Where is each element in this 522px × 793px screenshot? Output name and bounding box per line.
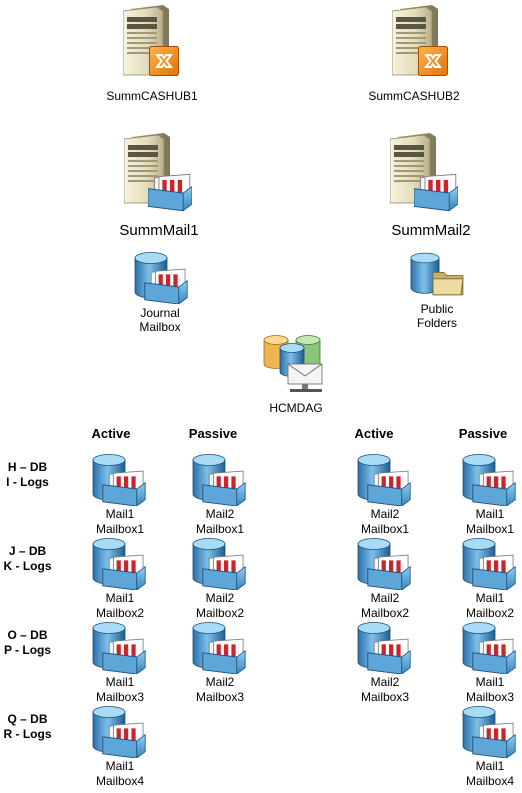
server-mailbox-icon <box>124 132 192 212</box>
row-label-logs: I - Logs <box>6 475 49 489</box>
database-server-label: Mail2 <box>205 675 235 689</box>
public-folders <box>408 252 468 302</box>
column-header-active: Active <box>91 426 131 441</box>
database-mailbox-label: Mailbox3 <box>465 690 515 704</box>
mailbox-database-icon <box>357 454 411 506</box>
database-mailbox-label: Mailbox3 <box>195 690 245 704</box>
mailbox-database <box>190 622 250 674</box>
database-server-label: Mail1 <box>475 507 505 521</box>
mailbox-database-icon <box>357 622 411 674</box>
column-header-active: Active <box>354 426 394 441</box>
row-label: O – DB P - Logs <box>0 628 55 658</box>
mailbox-database-icon <box>462 454 516 506</box>
mailbox-database <box>460 454 520 506</box>
database-server-label: Mail2 <box>370 675 400 689</box>
server-summmail2 <box>386 128 458 218</box>
dag-cluster <box>262 334 326 396</box>
database-mailbox-label: Mailbox2 <box>465 606 515 620</box>
mailbox-database-icon <box>92 454 146 506</box>
database-mailbox-label: Mailbox3 <box>360 690 410 704</box>
mailbox-database-icon <box>92 706 146 758</box>
mailbox-database <box>190 538 250 590</box>
mailbox-database-icon <box>462 622 516 674</box>
journal-mailbox-icon <box>134 252 188 304</box>
mailbox-database-icon <box>192 454 246 506</box>
server-summcashub1 <box>115 4 185 84</box>
mailbox-database-icon <box>192 622 246 674</box>
database-server-label: Mail1 <box>105 759 135 773</box>
database-mailbox-label: Mailbox4 <box>95 774 145 788</box>
database-server-label: Mail2 <box>205 591 235 605</box>
row-label-db: Q – DB <box>7 712 48 726</box>
public-folders-icon <box>410 252 464 296</box>
mailbox-database <box>90 538 150 590</box>
database-server-label: Mail2 <box>205 507 235 521</box>
column-header-passive: Passive <box>458 426 508 441</box>
column-header-passive: Passive <box>188 426 238 441</box>
dag-cluster-icon <box>263 335 323 392</box>
mailbox-database-icon <box>92 622 146 674</box>
journal-label-line2: Mailbox <box>139 320 181 334</box>
mailbox-database <box>460 706 520 758</box>
mailbox-database-icon <box>92 538 146 590</box>
database-server-label: Mail2 <box>370 591 400 605</box>
database-server-label: Mail2 <box>370 507 400 521</box>
row-label-db: H – DB <box>7 460 48 474</box>
journal-mailbox <box>132 252 192 304</box>
database-server-label: Mail1 <box>475 675 505 689</box>
mailbox-database <box>90 706 150 758</box>
mailbox-database <box>355 538 415 590</box>
server-exchange-icon <box>123 4 179 76</box>
server-mailbox-icon <box>390 132 458 212</box>
database-server-label: Mail1 <box>105 591 135 605</box>
database-mailbox-label: Mailbox4 <box>465 774 515 788</box>
database-mailbox-label: Mailbox2 <box>195 606 245 620</box>
row-label: Q – DB R - Logs <box>0 712 55 742</box>
mailbox-database <box>355 622 415 674</box>
database-mailbox-label: Mailbox1 <box>360 522 410 536</box>
row-label-logs: P - Logs <box>3 643 52 657</box>
database-server-label: Mail1 <box>475 759 505 773</box>
row-label: H – DB I - Logs <box>0 460 55 490</box>
mailbox-database-icon <box>462 538 516 590</box>
journal-label-line1: Journal <box>140 306 180 320</box>
mailbox-database <box>190 454 250 506</box>
public-folders-label-line1: Public <box>420 302 454 316</box>
server-label: SummMail2 <box>391 222 471 239</box>
server-summcashub2 <box>384 4 454 84</box>
database-mailbox-label: Mailbox1 <box>465 522 515 536</box>
row-label-logs: R - Logs <box>3 727 52 741</box>
database-mailbox-label: Mailbox2 <box>95 606 145 620</box>
database-mailbox-label: Mailbox3 <box>95 690 145 704</box>
dag-label: HCMDAG <box>269 401 323 415</box>
mailbox-database <box>355 454 415 506</box>
server-label: SummCASHUB2 <box>368 89 460 103</box>
server-label: SummCASHUB1 <box>106 89 198 103</box>
database-server-label: Mail1 <box>105 675 135 689</box>
mailbox-database <box>90 622 150 674</box>
row-label-db: J – DB <box>8 544 47 558</box>
database-mailbox-label: Mailbox2 <box>360 606 410 620</box>
mailbox-database-icon <box>462 706 516 758</box>
database-mailbox-label: Mailbox1 <box>95 522 145 536</box>
mailbox-database <box>460 622 520 674</box>
database-server-label: Mail1 <box>105 507 135 521</box>
mailbox-database-icon <box>192 538 246 590</box>
database-server-label: Mail1 <box>475 591 505 605</box>
row-label-db: O – DB <box>7 628 48 642</box>
mailbox-database <box>90 454 150 506</box>
database-mailbox-label: Mailbox1 <box>195 522 245 536</box>
mailbox-database <box>460 538 520 590</box>
row-label-logs: K - Logs <box>3 559 52 573</box>
public-folders-label-line2: Folders <box>416 316 458 330</box>
server-exchange-icon <box>392 4 448 76</box>
row-label: J – DB K - Logs <box>0 544 55 574</box>
server-label: SummMail1 <box>119 222 199 239</box>
mailbox-database-icon <box>357 538 411 590</box>
server-summmail1 <box>120 128 192 218</box>
